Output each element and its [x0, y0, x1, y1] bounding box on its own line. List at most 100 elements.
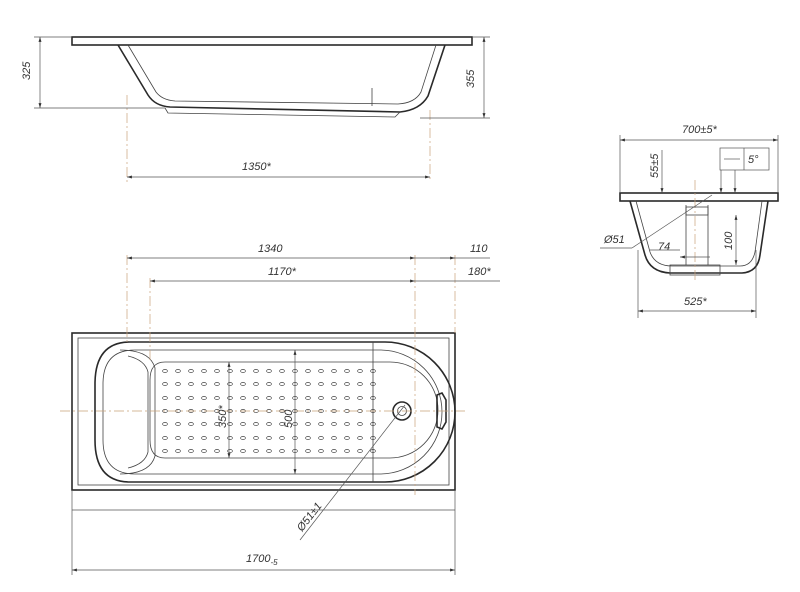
anti-slip-dot — [162, 396, 168, 400]
anti-slip-dot — [279, 382, 285, 386]
anti-slip-dot — [279, 396, 285, 400]
top-anti-slip-bottom — [149, 361, 439, 459]
inner-length-label: 1340 — [258, 243, 283, 255]
anti-slip-dot — [188, 369, 194, 373]
anti-slip-dot — [253, 422, 259, 426]
anti-slip-dot — [201, 396, 207, 400]
anti-slip-dot — [370, 382, 376, 386]
anti-slip-dot — [279, 422, 285, 426]
anti-slip-dot — [370, 396, 376, 400]
top-view: 1340 110 1170* 180* 350* 500 Ø51±1 1700-… — [60, 243, 500, 575]
angle-box — [719, 147, 770, 171]
anti-slip-dot — [227, 382, 233, 386]
anti-slip-dot — [331, 449, 337, 453]
anti-slip-dot — [240, 449, 246, 453]
anti-slip-dot — [162, 449, 168, 453]
anti-slip-dot — [266, 422, 272, 426]
rim-height-label: 55±5 — [649, 153, 661, 178]
anti-slip-dot — [305, 396, 311, 400]
anti-slip-dot — [214, 369, 220, 373]
anti-slip-dot — [370, 449, 376, 453]
anti-slip-dot — [162, 436, 168, 440]
anti-slip-dot — [357, 422, 363, 426]
drain-offset-label: 180* — [468, 266, 491, 278]
anti-slip-dot — [318, 422, 324, 426]
anti-slip-dot — [188, 436, 194, 440]
anti-slip-dot — [253, 436, 259, 440]
anti-slip-dot — [279, 449, 285, 453]
anti-slip-dot — [305, 409, 311, 413]
anti-slip-dot — [331, 369, 337, 373]
anti-slip-dot — [188, 382, 194, 386]
drain-diameter-label: Ø51±1 — [294, 500, 324, 534]
anti-slip-dot — [344, 382, 350, 386]
anti-slip-dot — [318, 369, 324, 373]
anti-slip-dot — [214, 409, 220, 413]
anti-slip-dot — [188, 449, 194, 453]
anti-slip-dot — [175, 369, 181, 373]
anti-slip-dot — [266, 369, 272, 373]
anti-slip-dot — [305, 422, 311, 426]
anti-slip-dot — [318, 436, 324, 440]
anti-slip-dot — [305, 436, 311, 440]
anti-slip-dot — [175, 449, 181, 453]
anti-slip-dot — [188, 396, 194, 400]
anti-slip-dot — [201, 369, 207, 373]
anti-slip-dot — [318, 396, 324, 400]
anti-slip-dot — [331, 382, 337, 386]
anti-slip-dot — [214, 422, 220, 426]
end-drain-offset-label: 74 — [658, 241, 670, 253]
anti-slip-dot — [227, 396, 233, 400]
anti-slip-dot — [240, 422, 246, 426]
anti-slip-dot — [175, 396, 181, 400]
end-rim — [619, 192, 779, 202]
anti-slip-dot — [357, 449, 363, 453]
anti-slip-dot — [214, 382, 220, 386]
anti-slip-dot — [370, 422, 376, 426]
anti-slip-dot — [188, 422, 194, 426]
anti-slip-dot — [253, 449, 259, 453]
anti-slip-dot — [175, 382, 181, 386]
side-rim — [71, 36, 473, 46]
anti-slip-dot — [240, 396, 246, 400]
anti-slip-dot — [240, 436, 246, 440]
anti-slip-dot — [201, 436, 207, 440]
end-total-width-label: 700±5* — [682, 124, 718, 136]
anti-slip-dot — [214, 449, 220, 453]
anti-slip-dot — [344, 369, 350, 373]
anti-slip-dot — [357, 436, 363, 440]
anti-slip-dot — [162, 422, 168, 426]
anti-slip-dot — [331, 436, 337, 440]
end-drain-diameter-label: Ø51 — [603, 234, 625, 246]
rim-end-label: 110 — [470, 243, 488, 255]
anti-slip-dot — [162, 409, 168, 413]
anti-slip-dot — [240, 382, 246, 386]
anti-slip-dot — [266, 396, 272, 400]
anti-slip-dot — [227, 436, 233, 440]
anti-slip-dot — [266, 436, 272, 440]
anti-slip-dot — [331, 422, 337, 426]
anti-slip-dot — [279, 436, 285, 440]
anti-slip-dot — [201, 382, 207, 386]
width-label: 500 — [283, 409, 295, 428]
overflow — [436, 391, 447, 431]
anti-slip-dot — [318, 382, 324, 386]
total-length-label: 1700-5 — [246, 553, 278, 567]
anti-slip-dot — [253, 396, 259, 400]
side-height-right-label: 355 — [465, 69, 477, 88]
anti-slip-dot — [175, 422, 181, 426]
basin-length-label: 1170* — [268, 266, 297, 278]
anti-slip-dot — [175, 436, 181, 440]
anti-slip-dot — [253, 369, 259, 373]
anti-slip-dot — [357, 369, 363, 373]
anti-slip-dot — [201, 422, 207, 426]
anti-slip-dot — [357, 382, 363, 386]
side-height-left-label: 325 — [21, 61, 33, 80]
basin-width-label: 350* — [217, 405, 229, 428]
anti-slip-dot — [318, 449, 324, 453]
anti-slip-dot — [370, 369, 376, 373]
anti-slip-dot — [266, 449, 272, 453]
anti-slip-dot — [201, 449, 207, 453]
anti-slip-dot — [266, 382, 272, 386]
